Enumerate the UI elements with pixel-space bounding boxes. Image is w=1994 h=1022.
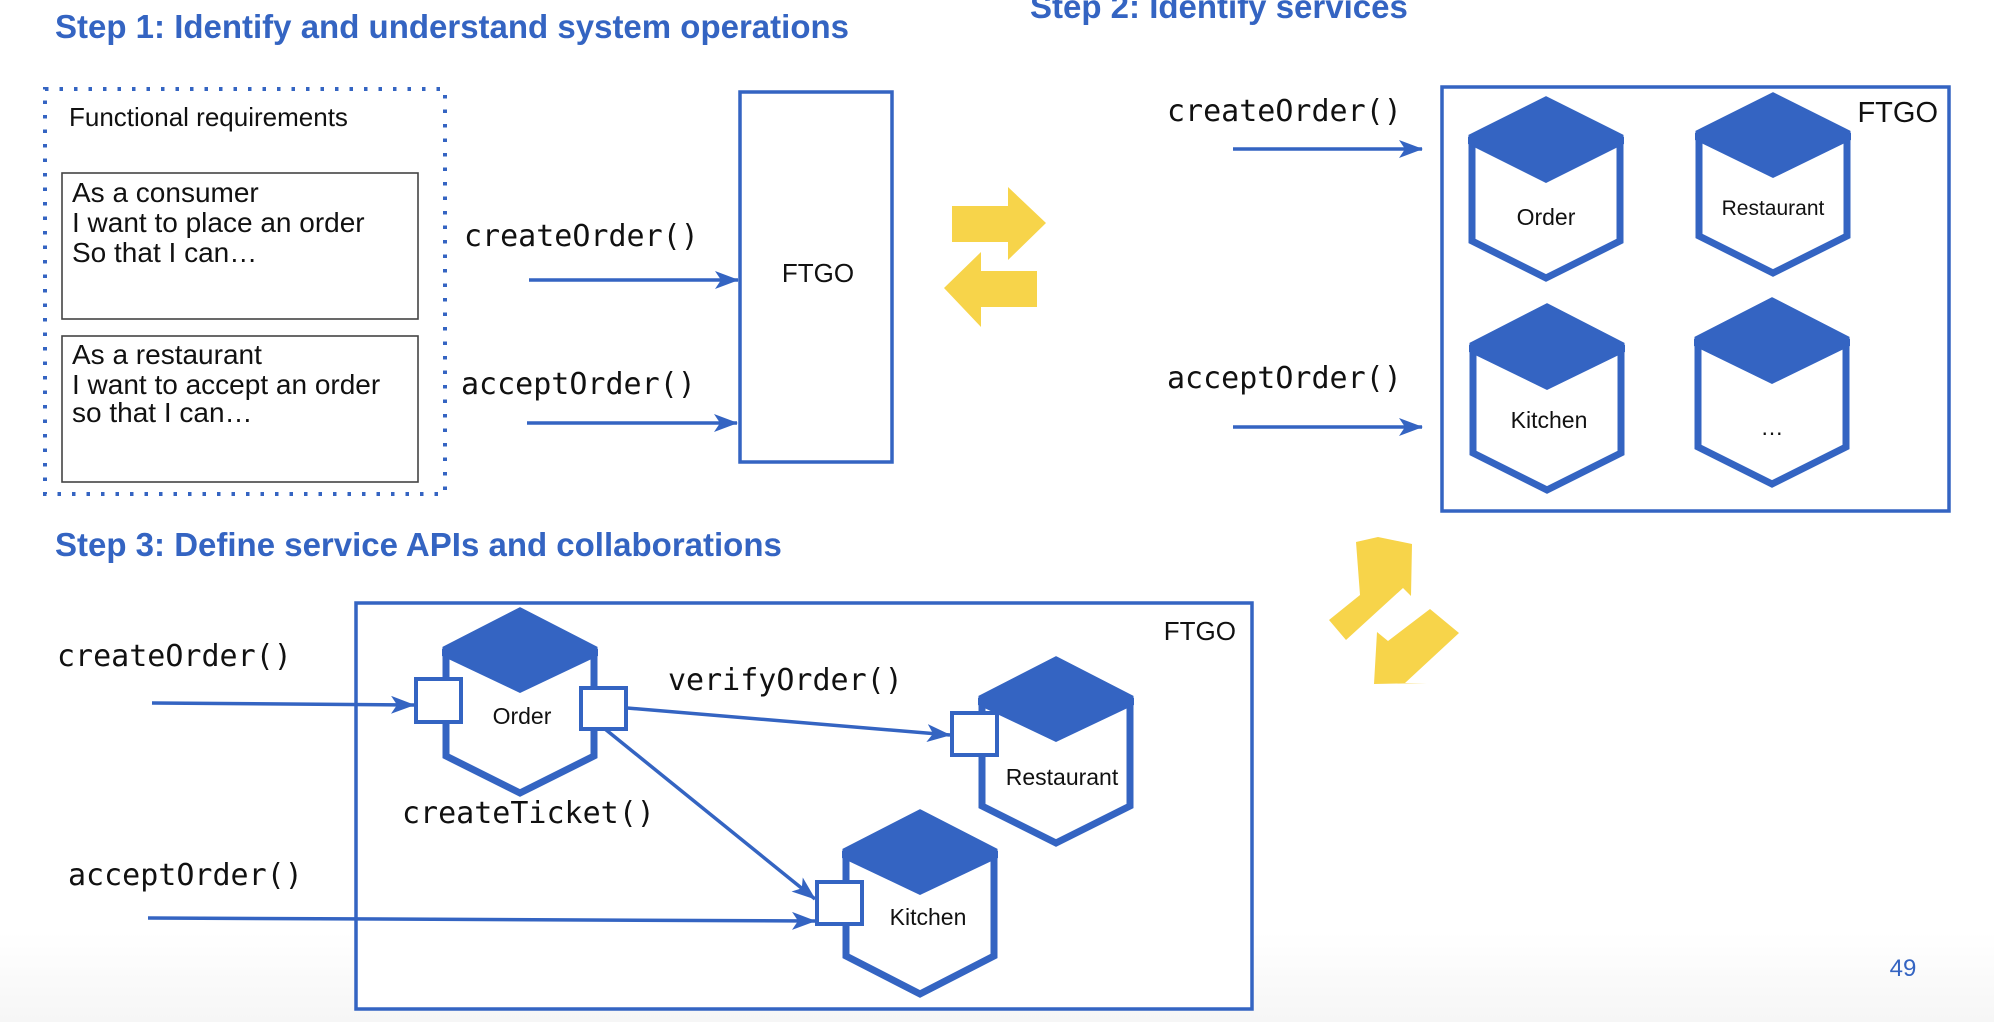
service-label-restaurant: Restaurant [1006, 764, 1119, 790]
ftgo-system-label: FTGO [782, 258, 854, 288]
collaboration-arrow-verify-order [626, 706, 951, 743]
service-label-restaurant: Restaurant [1722, 197, 1825, 220]
operation-label-create-order: createOrder() [464, 219, 699, 254]
user-story-line: So that I can… [72, 237, 257, 268]
service-label-more: … [1761, 414, 1784, 440]
step3-section: Step 3: Define service APIs and collabor… [55, 526, 1254, 1011]
page-number: 49 [1890, 955, 1917, 982]
api-port-outbound [579, 686, 628, 731]
swap-arrows-icon-diagonal [1329, 537, 1459, 684]
functional-requirements-box [43, 87, 447, 496]
api-port-verify-order [950, 711, 999, 757]
service-hexagon-more: … [1694, 297, 1850, 488]
collaboration-label-verify-order: verifyOrder() [668, 663, 903, 698]
user-story-box [61, 172, 419, 320]
user-story-line: I want to accept an order [72, 369, 380, 400]
user-story-line: As a consumer [72, 177, 259, 208]
operation-arrow-create-order [151, 695, 415, 714]
service-hexagon-restaurant: Restaurant [1695, 92, 1851, 277]
service-hexagon-kitchen: Kitchen [1469, 303, 1625, 494]
operation-label-accept-order: acceptOrder() [461, 367, 696, 402]
operation-arrow-accept-order [147, 911, 816, 930]
service-hexagon-order: Order [414, 607, 628, 797]
operation-label-accept-order: acceptOrder() [68, 858, 303, 893]
arrow-up-right-icon [1329, 537, 1412, 640]
operation-label-create-order: createOrder() [57, 639, 292, 674]
arrow-down-left-icon [1374, 609, 1459, 684]
user-story-restaurant: As a restaurant I want to accept an orde… [61, 335, 419, 483]
service-hexagon-order: Order [1468, 96, 1624, 282]
service-label-order: Order [493, 703, 552, 729]
service-label-kitchen: Kitchen [890, 904, 967, 930]
collaboration-label-create-ticket: createTicket() [402, 796, 655, 831]
user-story-line: I want to place an order [72, 207, 365, 238]
step1-section: Step 1: Identify and understand system o… [43, 8, 894, 496]
step1-title: Step 1: Identify and understand system o… [55, 8, 849, 45]
user-story-line: As a restaurant [72, 339, 262, 370]
api-port-create-order [414, 677, 463, 724]
service-hexagon-restaurant: Restaurant [950, 656, 1134, 847]
service-hexagon-kitchen: Kitchen [815, 809, 998, 998]
step2-section: Step 2: Identify services createOrder() … [1030, 0, 1951, 513]
operation-label-accept-order: acceptOrder() [1167, 361, 1402, 396]
arrow-right-icon [952, 187, 1046, 260]
user-story-line: so that I can… [72, 397, 253, 428]
user-story-consumer: As a consumer I want to place an order S… [61, 172, 419, 320]
step2-title: Step 2: Identify services [1030, 0, 1408, 25]
collaboration-arrow-create-ticket [603, 727, 817, 901]
operation-label-create-order: createOrder() [1167, 94, 1402, 129]
arrow-left-icon [944, 252, 1037, 327]
service-label-kitchen: Kitchen [1511, 407, 1588, 433]
step3-title: Step 3: Define service APIs and collabor… [55, 526, 782, 563]
ftgo-system-box [738, 90, 894, 464]
user-story-box [61, 335, 419, 483]
functional-requirements-heading: Functional requirements [69, 102, 348, 132]
ftgo-system-label: FTGO [1164, 616, 1236, 646]
swap-arrows-icon-horizontal [944, 187, 1046, 327]
api-port-create-ticket-accept-order [815, 880, 864, 926]
ftgo-system-label: FTGO [1857, 97, 1938, 129]
service-label-order: Order [1517, 204, 1576, 230]
